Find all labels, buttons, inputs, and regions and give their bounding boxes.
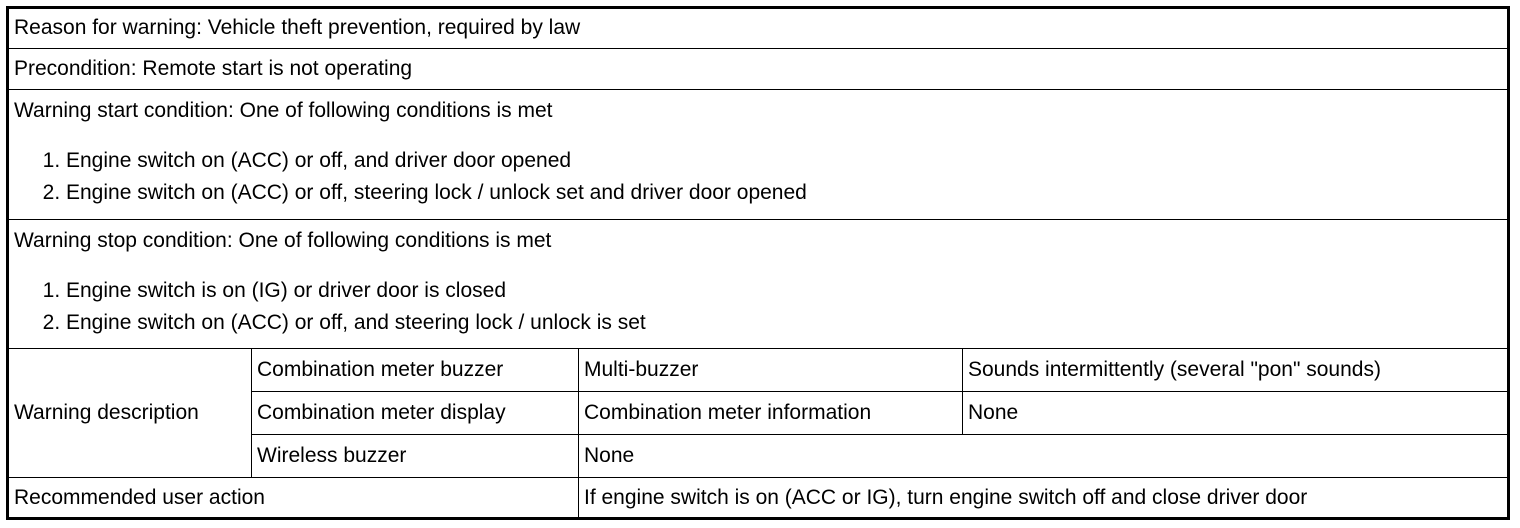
stop-condition-list: Engine switch is on (IG) or driver door …: [14, 275, 1502, 339]
reason-row: Reason for warning: Vehicle theft preven…: [6, 7, 1510, 49]
list-item: Engine switch on (ACC) or off, and steer…: [66, 307, 1502, 339]
precondition-row: Precondition: Remote start is not operat…: [6, 47, 1510, 90]
start-condition-row: Warning start condition: One of followin…: [6, 88, 1510, 220]
type-cell: None: [577, 434, 1510, 479]
warning-description-row: Wireless buzzer None: [8, 434, 1510, 479]
device-cell: Combination meter buzzer: [251, 348, 579, 393]
detail-cell: Sounds intermittently (several "pon" sou…: [961, 348, 1510, 393]
list-item: Engine switch is on (IG) or driver door …: [66, 275, 1502, 307]
device-cell: Combination meter display: [251, 391, 579, 436]
precondition-cell: Precondition: Remote start is not operat…: [6, 47, 1510, 90]
stop-condition-title: Warning stop condition: One of following…: [14, 228, 552, 252]
list-item: Engine switch on (ACC) or off, steering …: [66, 177, 1502, 209]
user-action-value: If engine switch is on (ACC or IG), turn…: [577, 477, 1510, 519]
warning-description-row: Combination meter display Combination me…: [8, 391, 1510, 436]
type-cell: Combination meter information: [578, 391, 963, 436]
stop-condition-cell: Warning stop condition: One of following…: [6, 218, 1510, 350]
start-condition-title: Warning start condition: One of followin…: [14, 99, 553, 123]
detail-cell: None: [961, 391, 1510, 436]
start-condition-list: Engine switch on (ACC) or off, and drive…: [14, 145, 1502, 209]
user-action-row: Recommended user action If engine switch…: [7, 477, 1510, 519]
device-cell: Wireless buzzer: [251, 434, 579, 479]
list-item: Engine switch on (ACC) or off, and drive…: [66, 145, 1502, 177]
type-cell: Multi-buzzer: [578, 348, 963, 393]
reason-cell: Reason for warning: Vehicle theft preven…: [6, 7, 1510, 49]
warning-description-label: Warning description: [7, 348, 252, 479]
stop-condition-row: Warning stop condition: One of following…: [6, 218, 1510, 350]
user-action-label: Recommended user action: [7, 477, 579, 519]
warning-description-row: Warning description Combination meter bu…: [7, 348, 1510, 479]
start-condition-cell: Warning start condition: One of followin…: [6, 88, 1510, 220]
warning-spec-table: Reason for warning: Vehicle theft preven…: [6, 6, 1511, 520]
